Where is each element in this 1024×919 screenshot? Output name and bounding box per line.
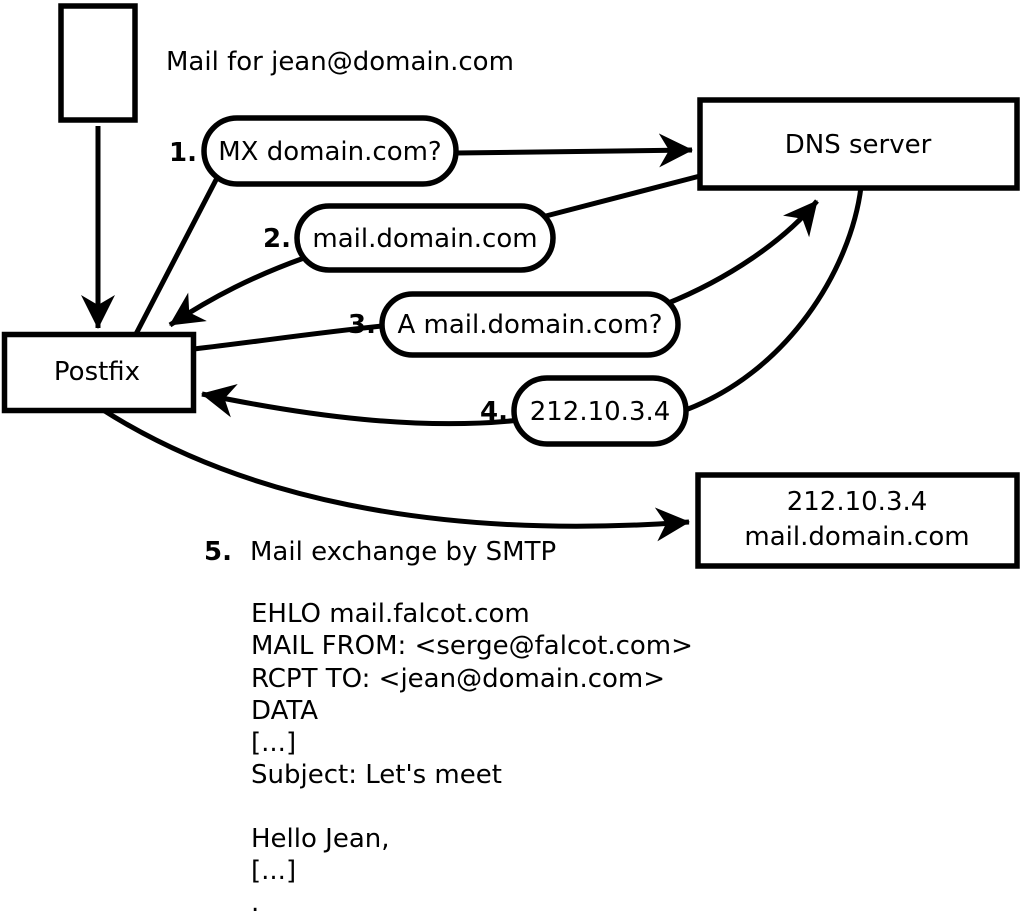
pill-a-answer — [511, 375, 689, 447]
pill-a-answer-label: 212.10.3.4 — [530, 397, 671, 427]
line-dns-to-pill4 — [679, 186, 864, 415]
mail-server-box — [695, 472, 1020, 569]
step-5-number: 5. — [204, 537, 232, 567]
mail-server-ip-label: 212.10.3.4 — [787, 487, 928, 517]
pill-mx-answer-label: mail.domain.com — [312, 224, 537, 254]
smtp-line: Subject: Let's meet — [251, 760, 502, 790]
step-4-number: 4. — [480, 397, 508, 427]
pill-mx-answer — [294, 203, 556, 273]
smtp-line: Hello Jean, — [251, 824, 390, 854]
line-dns-to-pill2 — [541, 173, 701, 220]
smtp-transcript: EHLO mail.falcot.com MAIL FROM: <serge@f… — [251, 599, 693, 918]
postfix-label: Postfix — [54, 357, 140, 387]
step-1-number: 1. — [169, 138, 197, 168]
arrow-pill4-to-postfix — [201, 384, 521, 427]
arrow-pill2-to-postfix — [168, 255, 305, 328]
pill-a-query — [379, 291, 681, 358]
postfix-box — [1, 331, 197, 414]
arrow-postfix-to-mailserver — [98, 405, 690, 542]
arrow-pill3-to-dns — [665, 199, 819, 307]
arrow-pill1-to-dns — [455, 133, 693, 168]
smtp-line: [...] — [251, 856, 296, 886]
pill-a-query-label: A mail.domain.com? — [398, 310, 663, 340]
smtp-line: [...] — [251, 728, 296, 758]
diagram-title: Mail for jean@domain.com — [166, 47, 514, 77]
line-postfix-to-pill1 — [133, 174, 221, 336]
smtp-line: MAIL FROM: <serge@falcot.com> — [251, 631, 693, 661]
envelope-box — [58, 3, 138, 123]
line-postfix-to-pill3 — [193, 322, 393, 352]
pill-mx-query — [201, 115, 459, 187]
step-2-number: 2. — [263, 224, 291, 254]
dns-server-label: DNS server — [785, 130, 932, 160]
step-5-label: Mail exchange by SMTP — [250, 537, 556, 567]
smtp-line-terminator: . — [251, 888, 259, 918]
pill-mx-query-label: MX domain.com? — [218, 137, 441, 167]
dns-server-box — [697, 97, 1020, 191]
smtp-line: EHLO mail.falcot.com — [251, 599, 530, 629]
smtp-line: DATA — [251, 696, 318, 726]
mail-server-hostname-label: mail.domain.com — [744, 522, 969, 552]
step-3-number: 3. — [348, 310, 376, 340]
smtp-line: RCPT TO: <jean@domain.com> — [251, 664, 665, 694]
